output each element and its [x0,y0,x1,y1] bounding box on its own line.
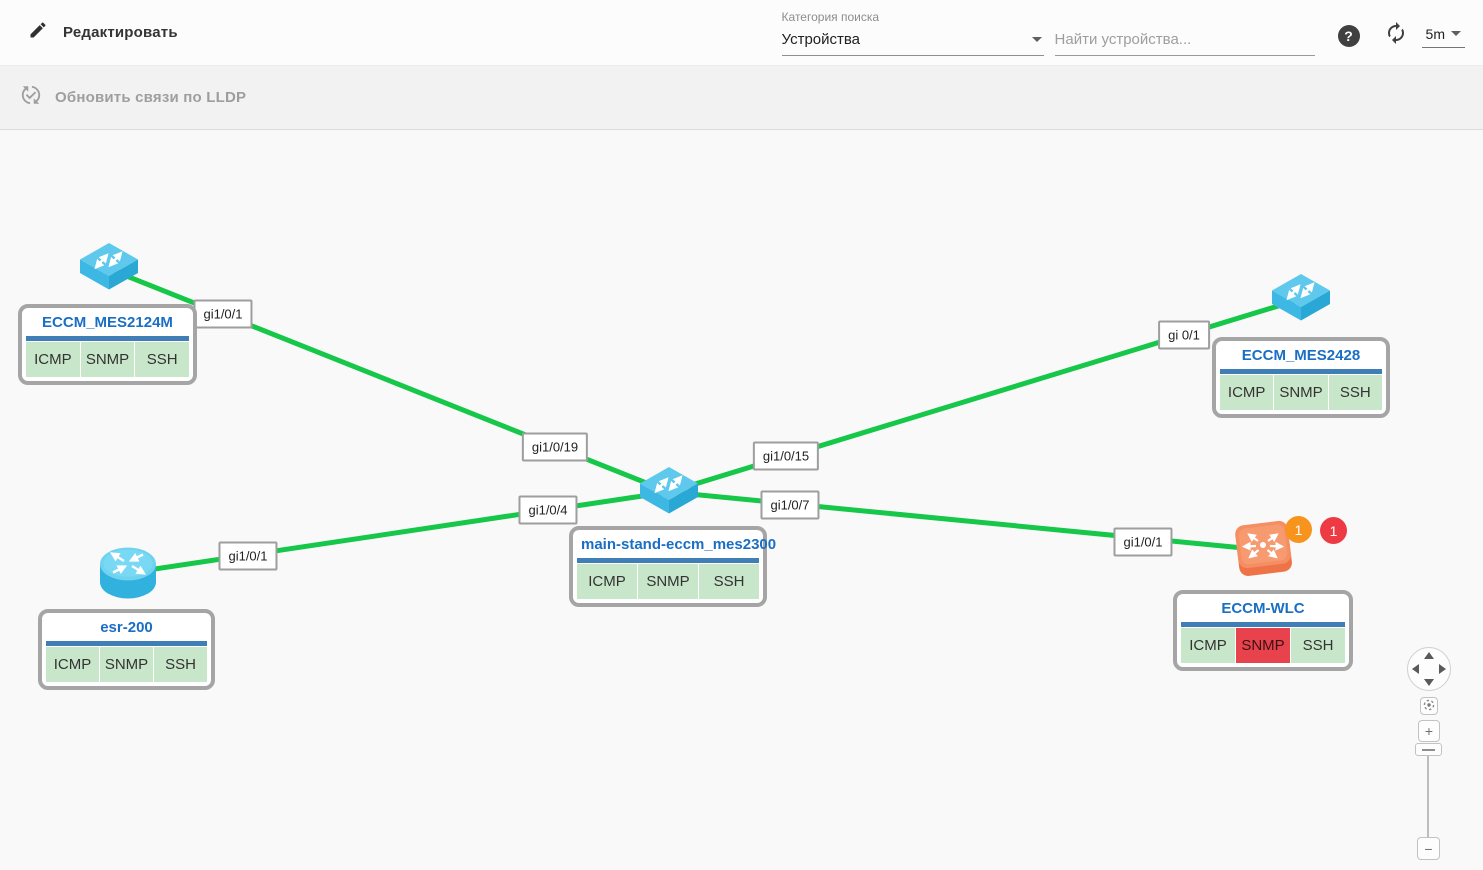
pan-right-icon[interactable] [1439,664,1446,674]
port-label[interactable]: gi1/0/7 [760,490,820,520]
check-icmp[interactable]: ICMP [1220,375,1274,410]
topology-canvas[interactable]: 1 1 gi1/0/1 gi1/0/19 gi1/0/1 gi1/0/4 gi1… [0,130,1483,870]
title-divider [577,558,759,563]
warning-count-badge[interactable]: 1 [1285,516,1312,543]
update-lldp-button[interactable]: Обновить связи по LLDP [20,84,246,111]
refresh-interval-value: 5m [1425,25,1445,42]
port-label[interactable]: gi1/0/1 [193,299,253,329]
port-label[interactable]: gi 0/1 [1158,320,1210,350]
check-ssh[interactable]: SSH [1328,375,1382,410]
router-icon-esr-200[interactable] [98,544,158,607]
node-title: ECCM-WLC [1221,600,1305,617]
title-divider [46,641,207,646]
check-ssh[interactable]: SSH [699,564,759,599]
search-field [1054,30,1315,56]
minus-icon: − [1424,840,1433,857]
chevron-down-icon [1031,36,1042,42]
check-snmp[interactable]: SNMP [1274,375,1328,410]
zoom-slider-handle[interactable] [1415,743,1442,756]
title-divider [1181,622,1345,627]
check-icmp[interactable]: ICMP [1181,628,1235,663]
refresh-button[interactable] [1384,21,1408,50]
plus-icon: + [1424,723,1434,739]
sync-check-icon [20,84,42,111]
refresh-interval-select[interactable]: 5m [1421,25,1465,48]
node-title: ECCM_MES2124M [42,314,173,331]
check-snmp[interactable]: SNMP [638,564,698,599]
check-snmp[interactable]: SNMP [1236,628,1290,663]
check-ssh[interactable]: SSH [154,647,207,682]
check-ssh[interactable]: SSH [1291,628,1345,663]
slider-grip-icon [1422,748,1435,751]
edit-button[interactable]: Редактировать [16,12,190,53]
check-icmp[interactable]: ICMP [46,647,99,682]
critical-count-value: 1 [1329,522,1338,539]
node-card-eccm-mes2428[interactable]: ECCM_MES2428 ICMP SNMP SSH [1212,337,1390,418]
check-snmp[interactable]: SNMP [100,647,153,682]
actions-bar: Обновить связи по LLDP [0,66,1483,130]
switch-icon-eccm-mes2428[interactable] [1271,273,1331,330]
zoom-slider-track[interactable] [1427,756,1429,839]
port-label[interactable]: gi1/0/19 [521,432,589,462]
pan-down-icon[interactable] [1424,679,1434,686]
search-category-label: Категория поиска [781,9,880,24]
node-title: ECCM_MES2428 [1241,347,1361,364]
pan-left-icon[interactable] [1412,664,1419,674]
edges-layer [106,266,1304,576]
node-title: main-stand-eccm_mes2300 [581,536,777,553]
fit-view-button[interactable] [1420,697,1438,715]
pencil-icon [28,20,48,45]
pan-control[interactable] [1407,647,1451,691]
node-card-eccm-wlc[interactable]: ECCM-WLC ICMP SNMP SSH [1173,590,1353,671]
question-icon: ? [1344,27,1353,44]
switch-icon-main-stand[interactable] [639,466,699,523]
pan-up-icon[interactable] [1424,652,1434,659]
search-category-value: Устройства [781,30,861,48]
node-title: esr-200 [100,619,153,636]
center-focus-icon [1423,699,1435,713]
toolbar-right: Категория поиска Устройства ? 5m [781,9,1467,56]
autorenew-icon [1384,21,1408,49]
port-label[interactable]: gi1/0/1 [1113,527,1173,557]
warning-count-value: 1 [1294,521,1303,538]
toolbar: Редактировать Категория поиска Устройств… [0,0,1483,66]
edit-button-label: Редактировать [63,24,178,41]
check-icmp[interactable]: ICMP [26,342,80,377]
node-card-eccm-mes2124m[interactable]: ECCM_MES2124M ICMP SNMP SSH [18,304,197,385]
node-card-main-stand[interactable]: main-stand-eccm_mes2300 ICMP SNMP SSH [569,526,777,607]
port-label[interactable]: gi1/0/15 [752,441,820,471]
node-card-esr-200[interactable]: esr-200 ICMP SNMP SSH [38,609,215,690]
check-icmp[interactable]: ICMP [577,564,637,599]
chevron-down-icon [1451,31,1461,36]
search-input[interactable] [1054,30,1315,56]
port-label[interactable]: gi1/0/1 [218,541,278,571]
switch-icon-eccm-mes2124m[interactable] [79,242,139,299]
help-button[interactable]: ? [1337,24,1360,47]
port-label[interactable]: gi1/0/4 [518,495,578,525]
zoom-out-button[interactable]: − [1417,837,1440,860]
wlc-icon-eccm-wlc[interactable] [1230,518,1296,585]
title-divider [1220,369,1382,374]
critical-count-badge[interactable]: 1 [1320,517,1347,544]
title-divider [26,336,189,341]
update-lldp-label: Обновить связи по LLDP [55,89,247,106]
check-ssh[interactable]: SSH [135,342,190,377]
search-category-select[interactable]: Категория поиска Устройства [781,9,1044,56]
edge-link[interactable] [125,489,672,576]
zoom-in-button[interactable]: + [1418,720,1440,742]
check-snmp[interactable]: SNMP [80,342,135,377]
